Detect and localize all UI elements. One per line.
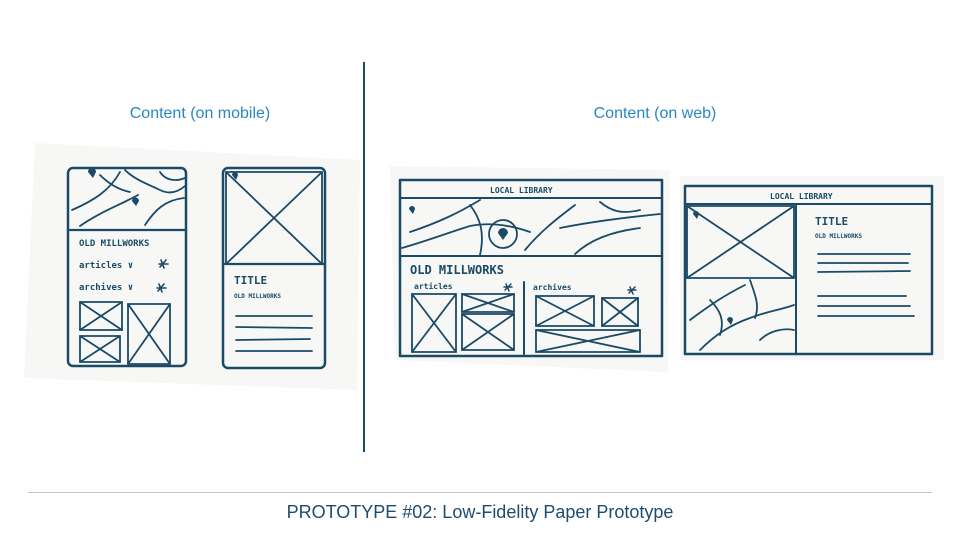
star-icon (503, 283, 637, 295)
mobile-content-heading: Content (on mobile) (129, 105, 271, 122)
text-lines (817, 253, 915, 317)
web-content-heading: Content (on web) (593, 105, 717, 122)
image-placeholder-icon (225, 171, 323, 265)
web-sketch-paper: LOCAL LIBRARY OLD MILLWORKS articles arc… (390, 166, 944, 372)
mobile-detail-title: TITLE (234, 274, 267, 287)
web-detail-header-label: LOCAL LIBRARY (770, 192, 833, 201)
web-detail-map-sketch (689, 279, 795, 351)
web-articles-label: articles (414, 281, 453, 291)
web-home-page-sketch: LOCAL LIBRARY OLD MILLWORKS articles arc… (398, 178, 664, 358)
web-archives-label: archives (533, 282, 572, 292)
map-pin-icon (409, 206, 415, 214)
mobile-map-sketch (68, 169, 187, 232)
text-lines (235, 315, 313, 352)
map-pin-icon (88, 168, 139, 206)
map-pin-icon (498, 228, 508, 240)
mobile-detail-subtitle: OLD MILLWORKS (234, 293, 281, 300)
map-pin-icon (727, 317, 733, 325)
mobile-site-title: OLD MILLWORKS (79, 239, 149, 249)
vertical-divider (363, 62, 365, 452)
mobile-archives-label: archives ∨ (79, 282, 133, 293)
web-detail-title: TITLE (815, 215, 848, 228)
web-detail-page-sketch: LOCAL LIBRARY TITLE OLD MILLWORKS (683, 184, 934, 356)
caption-rule (28, 492, 932, 493)
web-map-sketch (401, 199, 661, 256)
star-icon (156, 259, 169, 293)
image-placeholder-icon (686, 205, 795, 279)
mobile-sketch-paper: OLD MILLWORKS articles ∨ archives ∨ (24, 143, 360, 390)
mobile-articles-label: articles ∨ (79, 260, 133, 271)
mobile-home-screen-sketch: OLD MILLWORKS articles ∨ archives ∨ (66, 166, 188, 368)
web-site-title: OLD MILLWORKS (410, 263, 504, 277)
web-header-label: LOCAL LIBRARY (490, 186, 553, 195)
image-placeholder-icon (79, 301, 171, 365)
web-detail-subtitle: OLD MILLWORKS (815, 233, 862, 240)
mobile-detail-screen-sketch: TITLE OLD MILLWORKS (221, 166, 327, 370)
slide-caption: PROTOTYPE #02: Low-Fidelity Paper Protot… (286, 502, 674, 522)
image-placeholder-icon (411, 293, 641, 353)
